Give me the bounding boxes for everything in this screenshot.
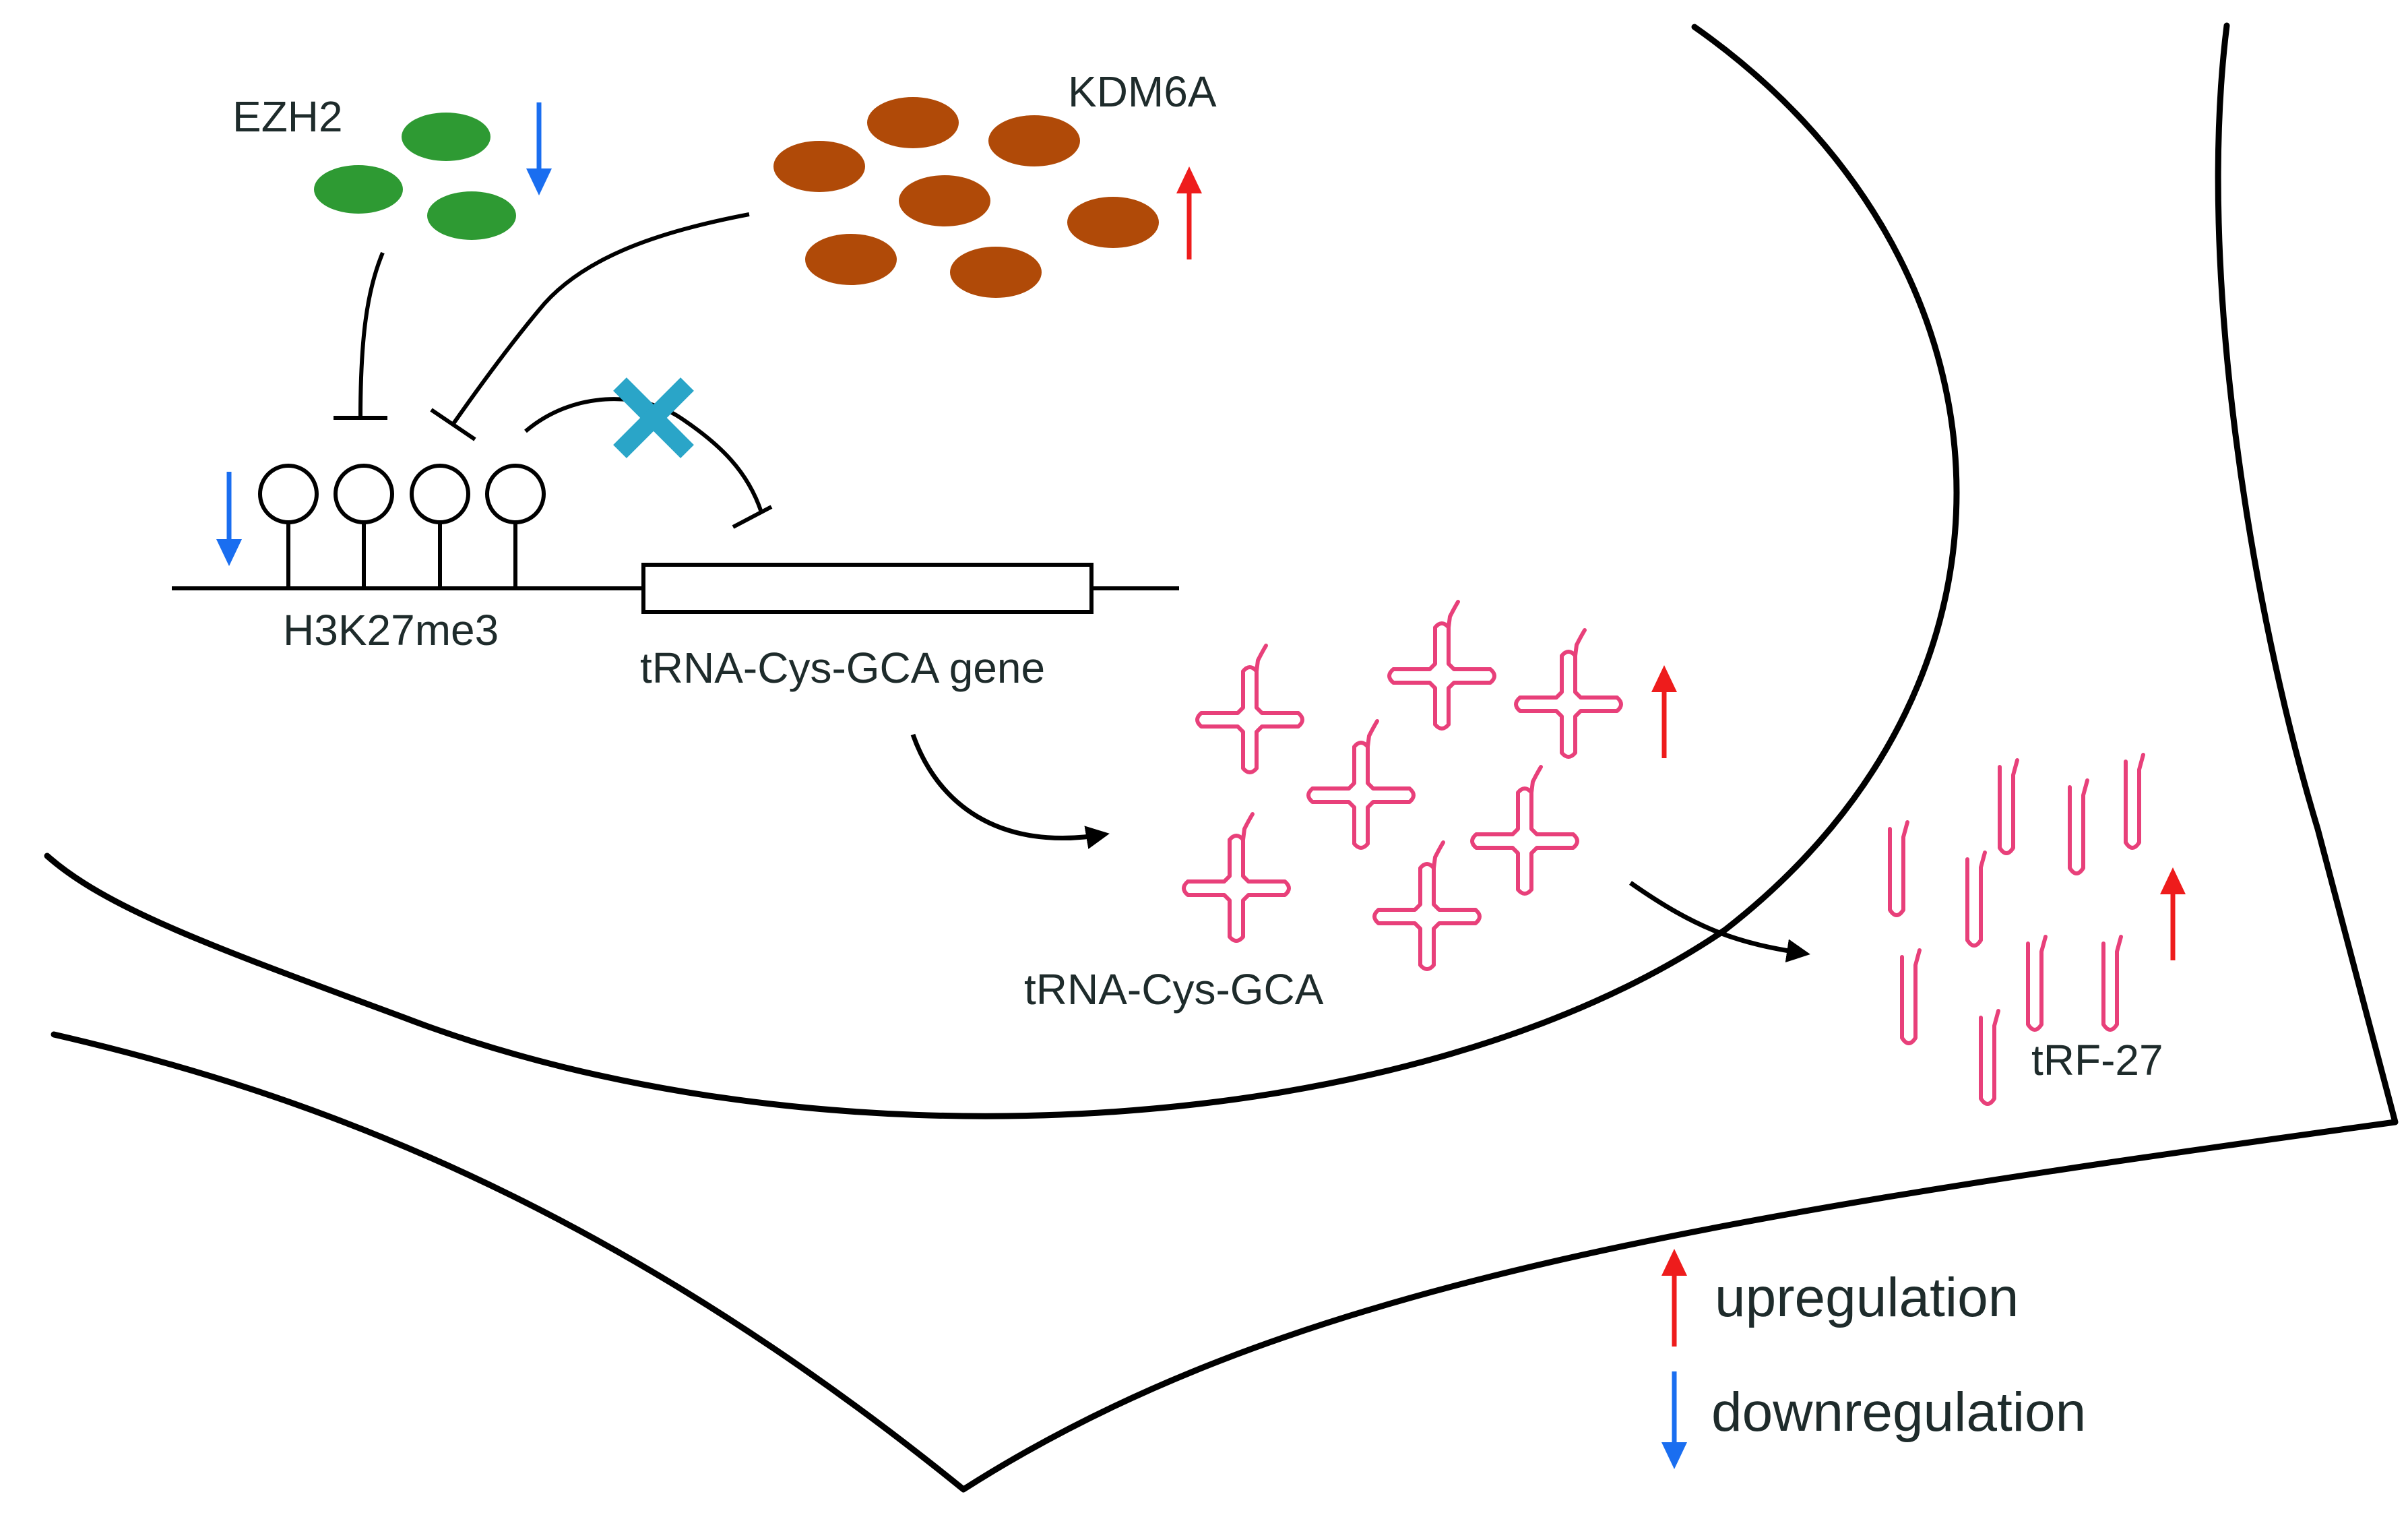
hairpin-icon	[2000, 760, 2017, 853]
kdm6a-molecule	[950, 247, 1042, 298]
nucleus-membrane	[44, 24, 1960, 1119]
cloverleaf-icon	[1184, 814, 1289, 941]
hairpin-icon	[1902, 950, 1920, 1043]
kdm6a-molecule	[773, 141, 865, 192]
h3k27me3-repression-line	[524, 397, 773, 529]
methyl-lollipop	[410, 464, 470, 588]
legend: upregulation downregulation	[1661, 1249, 2086, 1469]
kdm6a-label: KDM6A	[1068, 67, 1217, 116]
kdm6a-molecule	[899, 175, 990, 226]
methyl-lollipop	[485, 464, 546, 588]
trna-gene-label: tRNA-Cys-GCA gene	[640, 644, 1045, 692]
hairpin-icon	[2126, 755, 2143, 848]
cell-membrane	[51, 22, 2399, 1493]
legend-up-arrow	[1661, 1249, 1687, 1347]
hairpin-icon	[2103, 937, 2121, 1030]
hairpin-icon	[2070, 780, 2087, 873]
kdm6a-inhibition-line	[430, 212, 750, 441]
ezh2-molecule	[427, 191, 516, 240]
ezh2-label: EZH2	[232, 92, 343, 141]
h3k27me3-down-arrow	[216, 472, 242, 566]
cloverleaf-icon	[1472, 767, 1577, 894]
kdm6a-protein-cluster	[773, 97, 1159, 298]
hairpin-icon	[1967, 853, 1985, 946]
trna-up-arrow	[1651, 665, 1677, 758]
cloverleaf-icon	[1516, 630, 1621, 757]
h3k27me3-marks	[258, 464, 546, 588]
kdm6a-molecule	[805, 234, 897, 285]
ezh2-down-arrow	[526, 102, 552, 195]
hairpin-icon	[2028, 937, 2046, 1030]
methyl-lollipop	[258, 464, 319, 588]
legend-up-label: upregulation	[1715, 1267, 2019, 1328]
kdm6a-molecule	[1067, 197, 1159, 248]
cloverleaf-icon	[1197, 646, 1302, 772]
trna-gene-box	[641, 563, 1094, 614]
kdm6a-up-arrow	[1176, 166, 1202, 259]
kdm6a-molecule	[867, 97, 959, 148]
legend-down-label: downregulation	[1711, 1382, 2086, 1443]
trf27-up-arrow	[2160, 867, 2186, 960]
cloverleaf-icon	[1389, 602, 1494, 729]
methyl-lollipop	[334, 464, 394, 588]
hairpin-icon	[1890, 822, 1907, 915]
ezh2-molecule	[314, 165, 403, 214]
trf27-label: tRF-27	[2031, 1036, 2163, 1084]
trna-molecules	[1184, 602, 1621, 969]
cloverleaf-icon	[1374, 842, 1480, 969]
transcription-arrow	[910, 733, 1110, 849]
ezh2-protein-cluster	[314, 113, 516, 240]
hairpin-icon	[1981, 1011, 1998, 1104]
cloverleaf-icon	[1308, 721, 1414, 848]
ezh2-inhibition-line	[334, 251, 387, 420]
trna-label: tRNA-Cys-GCA	[1024, 965, 1324, 1014]
legend-down-arrow	[1661, 1371, 1687, 1469]
h3k27me3-label: H3K27me3	[283, 606, 499, 654]
kdm6a-molecule	[988, 115, 1080, 166]
ezh2-molecule	[402, 113, 490, 161]
cleavage-arrow	[1628, 881, 1810, 963]
x-mark-icon	[613, 377, 694, 458]
